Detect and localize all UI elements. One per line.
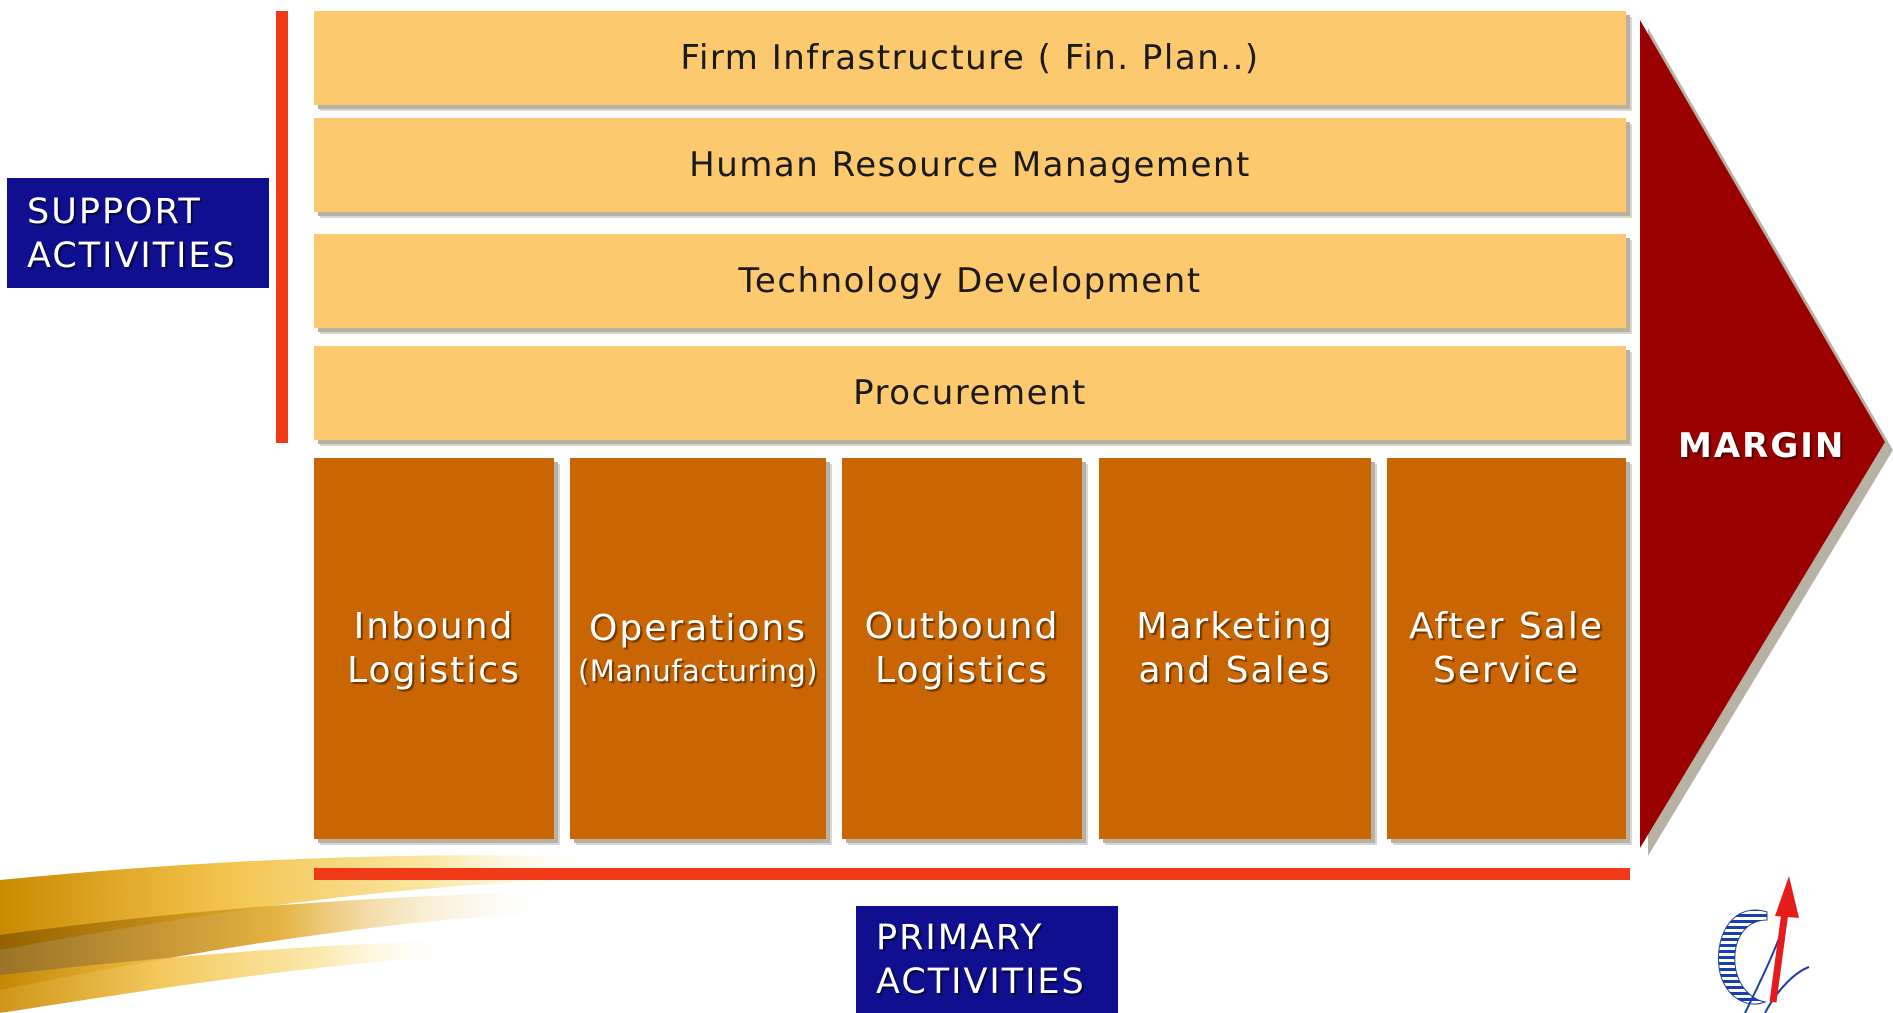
support-label-line1: SUPPORT (27, 192, 202, 232)
support-bar-human-resource: Human Resource Management (314, 118, 1626, 212)
marketing-line1: Marketing (1136, 605, 1334, 647)
primary-label-line2: ACTIVITIES (876, 962, 1086, 1002)
primary-bracket-line (314, 868, 1630, 880)
marketing-line2: and Sales (1138, 649, 1332, 691)
primary-box-operations: Operations (Manufacturing) (570, 458, 826, 839)
support-activities-label: SUPPORT ACTIVITIES (7, 178, 269, 288)
support-bar-technology: Technology Development (314, 234, 1626, 328)
primary-label-line1: PRIMARY (876, 918, 1044, 958)
margin-arrow (1640, 20, 1893, 856)
decorative-swoosh (0, 855, 620, 1013)
support-bar-firm-infrastructure: Firm Infrastructure ( Fin. Plan..) (314, 11, 1626, 105)
operations-sub: (Manufacturing) (577, 653, 819, 688)
operations-line1: Operations (589, 607, 807, 649)
primary-box-marketing-sales: Marketing and Sales (1099, 458, 1371, 839)
primary-box-after-sale-service: After Sale Service (1387, 458, 1626, 839)
support-bracket-line (276, 11, 288, 443)
support-label-line2: ACTIVITIES (27, 236, 237, 276)
inbound-line2: Logistics (347, 649, 521, 691)
primary-box-inbound-logistics: Inbound Logistics (314, 458, 554, 839)
company-logo-icon (1717, 876, 1810, 1013)
support-bar-procurement: Procurement (314, 346, 1626, 440)
primary-activities-label: PRIMARY ACTIVITIES (856, 906, 1118, 1013)
outbound-line1: Outbound (864, 605, 1060, 647)
aftersale-line2: Service (1432, 649, 1581, 691)
margin-label: MARGIN (1678, 426, 1846, 466)
aftersale-line1: After Sale (1409, 605, 1604, 647)
outbound-line2: Logistics (875, 649, 1049, 691)
primary-box-outbound-logistics: Outbound Logistics (842, 458, 1082, 839)
inbound-line1: Inbound (353, 605, 515, 647)
